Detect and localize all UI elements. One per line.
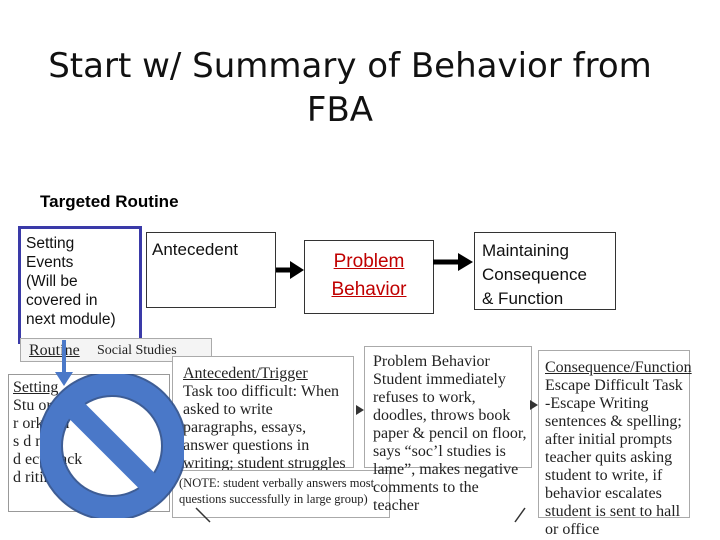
problem-behavior-label: Problem Behavior: [331, 251, 407, 300]
routine-label: Routine: [29, 342, 80, 359]
title-line-2: FBA: [306, 90, 374, 130]
right-arrow-icon: [530, 400, 538, 410]
note-scan-text: (NOTE: student verbally answers most que…: [179, 476, 375, 506]
slide-title: Start w/ Summary of Behavior from FBA: [0, 44, 720, 132]
consequence-scan-head: Consequence/Function: [545, 359, 692, 376]
problem-behavior-box: Problem Behavior: [304, 240, 434, 314]
setting-events-label: Setting Events (Will be covered in next …: [26, 235, 116, 328]
title-line-1: Start w/ Summary of Behavior from: [48, 46, 652, 86]
setting-scan-head: Setting: [13, 379, 59, 396]
problem-scan-head: Problem Behavior: [373, 353, 490, 370]
prohibition-icon: [40, 374, 184, 518]
setting-events-box: Setting Events (Will be covered in next …: [18, 226, 142, 344]
right-arrow-icon: [433, 253, 473, 271]
consequence-scan-box: Consequence/Function Escape Difficult Ta…: [538, 350, 692, 538]
right-arrow-icon: [276, 261, 304, 279]
maintaining-consequence-label: Maintaining Consequence & Function: [482, 241, 587, 308]
down-arrow-icon: [55, 340, 73, 386]
right-arrow-icon: [356, 405, 364, 415]
maintaining-consequence-box: Maintaining Consequence & Function: [474, 232, 616, 310]
problem-scan-text: Student immediately refuses to work, doo…: [373, 371, 527, 514]
note-scan-box: (NOTE: student verbally answers most que…: [172, 470, 390, 518]
targeted-routine-heading: Targeted Routine: [40, 192, 179, 211]
routine-value: Social Studies: [97, 343, 177, 358]
antecedent-label: Antecedent: [152, 240, 239, 259]
consequence-scan-text: Escape Difficult Task -Escape Writing se…: [545, 377, 683, 538]
antecedent-scan-head: Antecedent/Trigger: [183, 365, 308, 382]
antecedent-box: Antecedent: [146, 232, 276, 308]
problem-scan-box: Problem Behavior Student immediately ref…: [364, 346, 532, 514]
